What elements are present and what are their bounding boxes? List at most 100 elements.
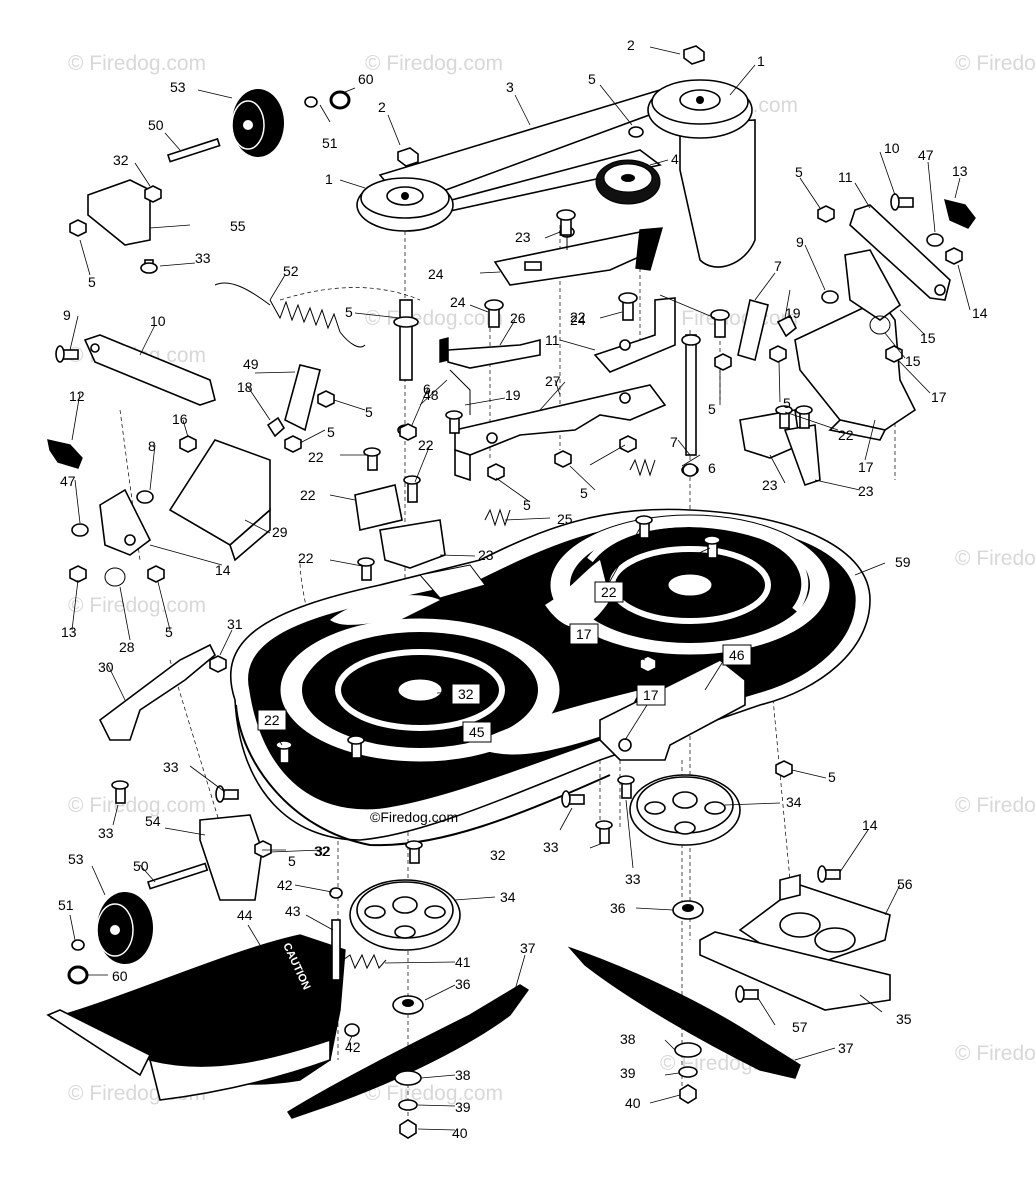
part-label: 48 (423, 387, 439, 403)
part-label: 32 (113, 152, 129, 168)
hex-nut (144, 185, 162, 203)
deck-stabilizer-bracket (98, 643, 216, 741)
part-label: 5 (365, 404, 373, 420)
part-label: 5 (783, 395, 791, 411)
boxed-part-label: 17 (576, 626, 592, 642)
washer (628, 126, 644, 138)
spindle-shaft-right (681, 334, 701, 476)
part-label: 29 (272, 524, 288, 540)
bolt (403, 475, 421, 503)
watermark: © Firedog.com (955, 1042, 1036, 1065)
watermark: © Firedog.com (68, 794, 206, 817)
anti-scalp-bracket-right (844, 249, 902, 321)
part-label: 34 (500, 889, 516, 905)
washer (329, 90, 351, 110)
part-label: 5 (580, 485, 588, 501)
center-mounting-plate (454, 384, 667, 482)
part-label: 5 (795, 164, 803, 180)
part-label: 44 (237, 907, 253, 923)
part-label: 5 (588, 71, 596, 87)
part-label: 23 (478, 547, 494, 563)
hex-nut (284, 435, 302, 453)
part-label: 5 (523, 497, 531, 513)
bolt (405, 840, 423, 864)
washer (67, 965, 89, 985)
torsion-spring (869, 315, 891, 335)
hex-nut (397, 147, 419, 167)
part-label: 39 (455, 1099, 471, 1115)
watermark: © Firedog.com (365, 307, 503, 330)
drive-belt-and-pulleys (356, 79, 756, 268)
part-label: 51 (322, 135, 338, 151)
part-label: 22 (308, 449, 324, 465)
part-label: 35 (896, 1011, 912, 1027)
part-label: 24 (450, 294, 466, 310)
part-label: 5 (165, 624, 173, 640)
adjustment-knob-left (47, 439, 83, 469)
watermark: © Firedog.com (955, 547, 1036, 570)
part-label: 14 (215, 562, 231, 578)
bolt (55, 345, 79, 363)
part-label: 24 (570, 312, 586, 328)
part-label: 24 (428, 266, 444, 282)
part-label: 32 (315, 843, 331, 859)
chute-spring (342, 953, 387, 970)
part-label: 5 (828, 769, 836, 785)
spindle-shaft-left (393, 299, 419, 436)
pulley-shield-right (794, 298, 917, 441)
pivot-bracket (284, 364, 321, 432)
part-label: 32 (490, 847, 506, 863)
part-label: 26 (510, 310, 526, 326)
boxed-part-label: 17 (643, 687, 659, 703)
idler-bracket-right (593, 297, 676, 373)
hex-nut (639, 655, 657, 673)
part-label: 13 (61, 624, 77, 640)
gauge-wheel-bracket-bottom (199, 814, 263, 901)
bolt (890, 193, 914, 211)
bolt (618, 292, 638, 321)
pivot-pin (266, 416, 286, 438)
wheel-axle-bolt (146, 862, 209, 890)
leader-lines (69, 46, 971, 1131)
part-label: 37 (520, 940, 536, 956)
blade-nut (679, 1084, 697, 1104)
bolt (140, 259, 158, 274)
blade-washer (394, 1070, 422, 1086)
washer (926, 233, 944, 247)
part-label: 9 (796, 234, 804, 250)
part-label: 47 (60, 473, 76, 489)
part-label: 41 (455, 954, 471, 970)
deck-side-bracket-right (599, 659, 746, 761)
deck-hanger-bar (699, 873, 891, 1011)
part-label: 33 (543, 839, 559, 855)
wheel-axle-bolt (166, 137, 221, 163)
blade-washer (398, 1099, 418, 1111)
watermark: © Firedog.com (955, 52, 1036, 75)
part-label: 40 (625, 1095, 641, 1111)
part-label: 19 (505, 387, 521, 403)
lift-arm-right (849, 204, 951, 301)
bolt (635, 515, 653, 539)
bolt (561, 790, 585, 808)
bolt (347, 735, 365, 759)
part-label: 18 (237, 379, 253, 395)
bolt (275, 740, 293, 764)
washer (71, 939, 85, 951)
part-label: 53 (170, 79, 186, 95)
part-label: 50 (133, 858, 149, 874)
part-label: 33 (195, 250, 211, 266)
bolt (357, 557, 375, 581)
hex-nut (254, 840, 272, 858)
mower-blade-left (287, 984, 530, 1119)
bolt (556, 209, 576, 236)
part-label: 5 (345, 304, 353, 320)
bolt (215, 785, 239, 803)
blade-adapter-right (629, 774, 741, 846)
part-label: 53 (68, 851, 84, 867)
part-label: 13 (952, 163, 968, 179)
part-label: 60 (112, 968, 128, 984)
part-label: 33 (98, 825, 114, 841)
part-label: 23 (858, 483, 874, 499)
